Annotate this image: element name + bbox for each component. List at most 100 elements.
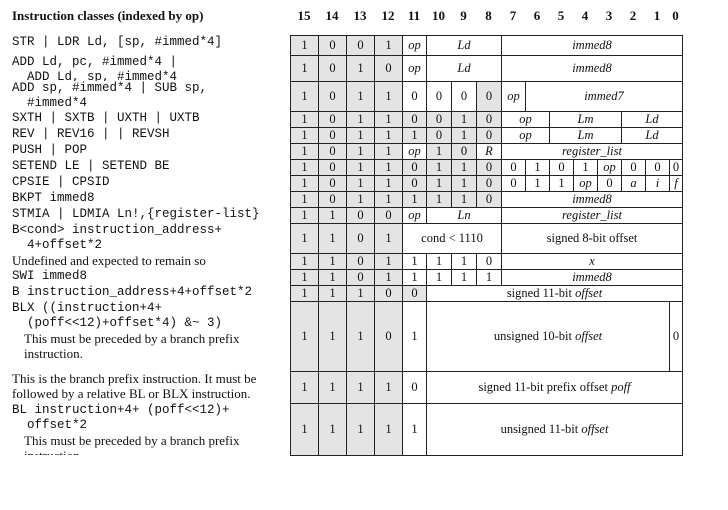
bit-number: 10 (432, 8, 445, 23)
bit-field-cell: op (501, 111, 550, 128)
instruction-label: This is the branch prefix instruction. I… (12, 371, 290, 403)
table-title: Instruction classes (indexed by op) (12, 6, 203, 26)
instruction-syntax: B instruction_address+4+offset*2 (12, 285, 253, 299)
bit-cell: op (573, 175, 598, 192)
instruction-label: CPSIE | CPSID (12, 175, 290, 191)
bit-number: 6 (533, 8, 541, 23)
instruction-syntax: Undefined and expected to remain so (12, 253, 206, 268)
bit-cell: 1 (525, 175, 550, 192)
bit-cell: 0 (402, 159, 427, 176)
bit-cell: 1 (374, 223, 403, 254)
bit-number: 5 (557, 8, 565, 23)
bit-cell: 1 (402, 269, 427, 286)
bit-field-cell: signed 11-bit prefix offset poff (426, 371, 683, 404)
bit-cell: 0 (501, 175, 526, 192)
bit-field-cell: Ld (621, 127, 683, 144)
bit-cell: 1 (346, 159, 375, 176)
bit-cell: 1 (290, 207, 319, 224)
instruction-label: SETEND LE | SETEND BE (12, 159, 290, 175)
instruction-syntax: PUSH | POP (12, 143, 88, 157)
bit-cell: 1 (346, 285, 375, 302)
instruction-label: BKPT immed8 (12, 191, 290, 207)
bit-cell: 1 (374, 159, 403, 176)
bit-cell: op (501, 81, 526, 112)
bit-cell: 1 (451, 269, 477, 286)
bit-cell: op (402, 55, 427, 82)
bit-number: 15 (297, 8, 311, 23)
bit-cell: 0 (501, 159, 526, 176)
bit-field-cell: Ld (426, 55, 502, 82)
bit-cell: 1 (346, 143, 375, 160)
bit-number: 3 (605, 8, 613, 23)
bit-cell: 1 (451, 111, 477, 128)
bit-cell: 1 (290, 35, 319, 56)
bit-number: 8 (485, 8, 492, 23)
bit-cell: f (669, 175, 683, 192)
bit-cell: 1 (451, 253, 477, 270)
instruction-syntax: STMIA | LDMIA Ln!,{register-list} (12, 207, 260, 221)
instruction-syntax: This is the branch prefix instruction. I… (12, 371, 260, 401)
bit-cell: 0 (318, 159, 347, 176)
bit-field-cell: unsigned 10-bit offset (426, 301, 670, 372)
bit-number: 12 (381, 8, 395, 23)
bit-cell: 1 (318, 269, 347, 286)
field-name: offset (575, 286, 603, 301)
bit-cell: 0 (374, 301, 403, 372)
bit-cell: 0 (451, 143, 477, 160)
bit-cell: 0 (318, 191, 347, 208)
title-text: Instruction classes (indexed by op) (12, 8, 204, 23)
bit-field-cell: Ld (621, 111, 683, 128)
bit-cell: 1 (290, 269, 319, 286)
instruction-label: PUSH | POP (12, 143, 290, 159)
bit-cell: 0 (318, 55, 347, 82)
instruction-label: REV | REV16 | | REVSH (12, 127, 290, 143)
bit-cell: 1 (426, 253, 452, 270)
bit-cell: 1 (374, 111, 403, 128)
instruction-syntax: BL instruction+4+ (poff<<12)+ offset*2 (12, 403, 230, 432)
bit-field-cell: unsigned 11-bit offset (426, 403, 683, 456)
bit-cell: 1 (525, 159, 550, 176)
bit-cell: i (645, 175, 670, 192)
bit-cell: 1 (402, 127, 427, 144)
bit-cell: 0 (402, 175, 427, 192)
bit-number: 7 (509, 8, 517, 23)
bit-cell: 1 (426, 159, 452, 176)
instruction-syntax: SWI immed8 (12, 269, 88, 283)
bit-field-cell: register_list (501, 143, 683, 160)
instruction-syntax: REV | REV16 | | REVSH (12, 127, 170, 141)
bit-cell: 1 (318, 403, 347, 456)
bit-cell: 0 (318, 143, 347, 160)
bit-cell: 1 (346, 81, 375, 112)
bit-cell: 0 (476, 191, 502, 208)
bit-field-cell: immed8 (501, 35, 683, 56)
instruction-note: This must be preceded by a branch prefix… (24, 433, 240, 455)
bit-cell: 0 (476, 127, 502, 144)
bit-cell: 1 (318, 285, 347, 302)
bit-cell: 0 (549, 159, 574, 176)
bit-cell: 1 (290, 81, 319, 112)
bit-cell: 0 (476, 111, 502, 128)
bit-cell: 1 (346, 301, 375, 372)
bit-cell: 0 (402, 81, 427, 112)
bit-cell: 0 (346, 207, 375, 224)
bit-cell: 1 (374, 371, 403, 404)
bit-field-cell: register_list (501, 207, 683, 224)
bit-field-cell: immed8 (501, 269, 683, 286)
bit-cell: 1 (290, 223, 319, 254)
bit-cell: 0 (402, 285, 427, 302)
bit-cell: 1 (290, 175, 319, 192)
bit-cell: 1 (549, 175, 574, 192)
instruction-label: B instruction_address+4+offset*2 (12, 285, 290, 301)
bit-cell: 1 (346, 191, 375, 208)
bit-cell: 1 (346, 175, 375, 192)
bit-cell: 0 (318, 175, 347, 192)
instruction-label: STR | LDR Ld, [sp, #immed*4] (12, 35, 290, 55)
